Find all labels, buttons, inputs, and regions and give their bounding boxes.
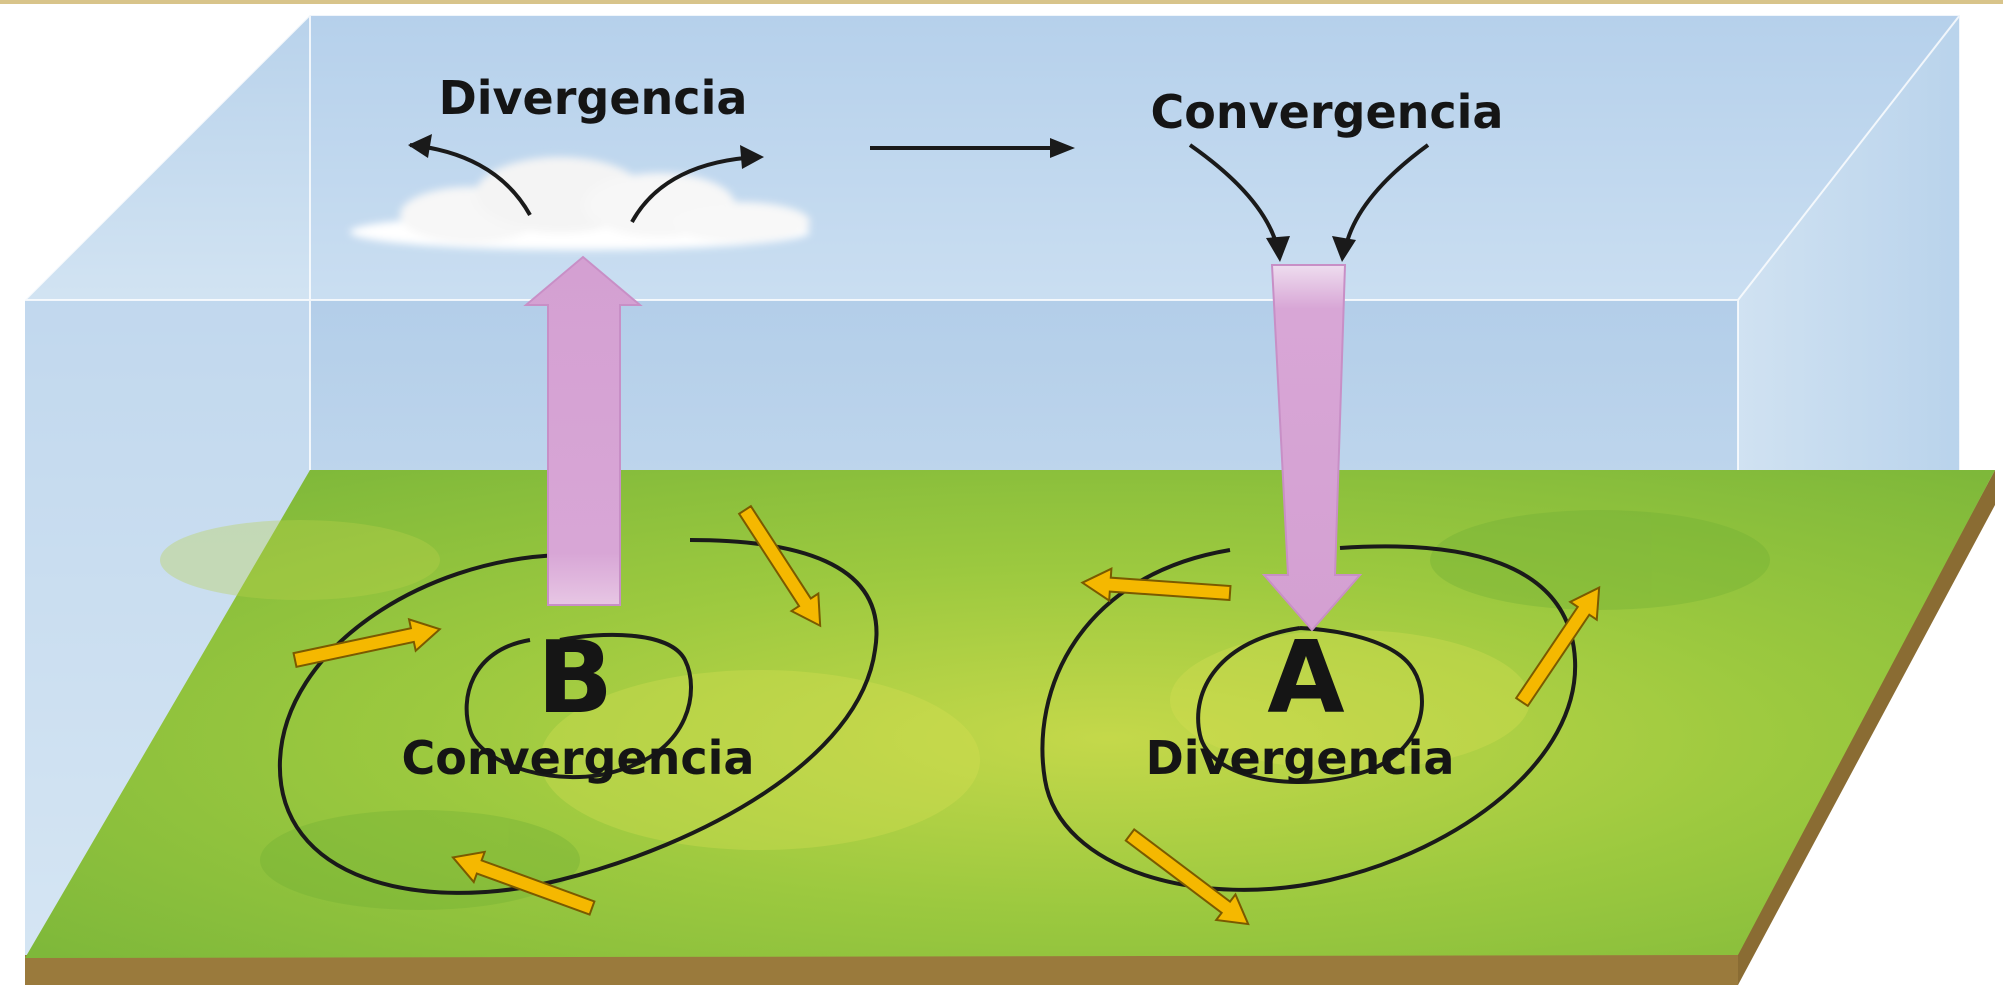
wind-arrow-a-bottom [1124,828,1250,926]
high-pressure-letter: A [1267,619,1344,736]
arrowhead-horizontal [1050,138,1075,158]
arrowhead-conv-right [1332,236,1356,262]
low-pressure-letter: B [537,619,613,736]
divergence-right-arrow [630,155,759,223]
box-left-face [25,15,310,960]
wind-arrow-a-right [1514,585,1601,708]
wind-arrow-b-left [292,617,442,669]
sinking-air-arrow [1261,264,1363,632]
surface-convergence-label: Convergencia [402,731,755,785]
high-inner-contour [1196,626,1424,785]
soil-front [25,950,1738,985]
top-border [0,0,2003,4]
arrowhead-right [740,145,764,169]
wind-arrow-b-bottom [451,850,596,916]
cloud [350,157,810,250]
surface-wind-arrows [292,504,1601,926]
low-inner-contour [464,632,693,780]
high-pressure-contours [1040,544,1578,892]
arrowhead-left [408,134,432,158]
arrowhead-conv-left [1266,236,1290,262]
soil-side [1738,470,1995,985]
wind-arrow-a-top-left [1080,567,1232,603]
high-outer-contour [1040,544,1578,892]
convergence-right-arrow [1343,143,1430,251]
ground-texture [160,510,1770,910]
surface-divergence-label: Divergencia [1146,731,1455,785]
upper-convergence-label: Convergencia [1151,85,1504,139]
wind-arrow-b-top-right [737,504,822,628]
rising-air-arrow [523,255,643,606]
ground-plane [25,470,1995,958]
upper-arrowheads [408,134,1356,262]
upper-divergence-label: Divergencia [439,71,748,125]
